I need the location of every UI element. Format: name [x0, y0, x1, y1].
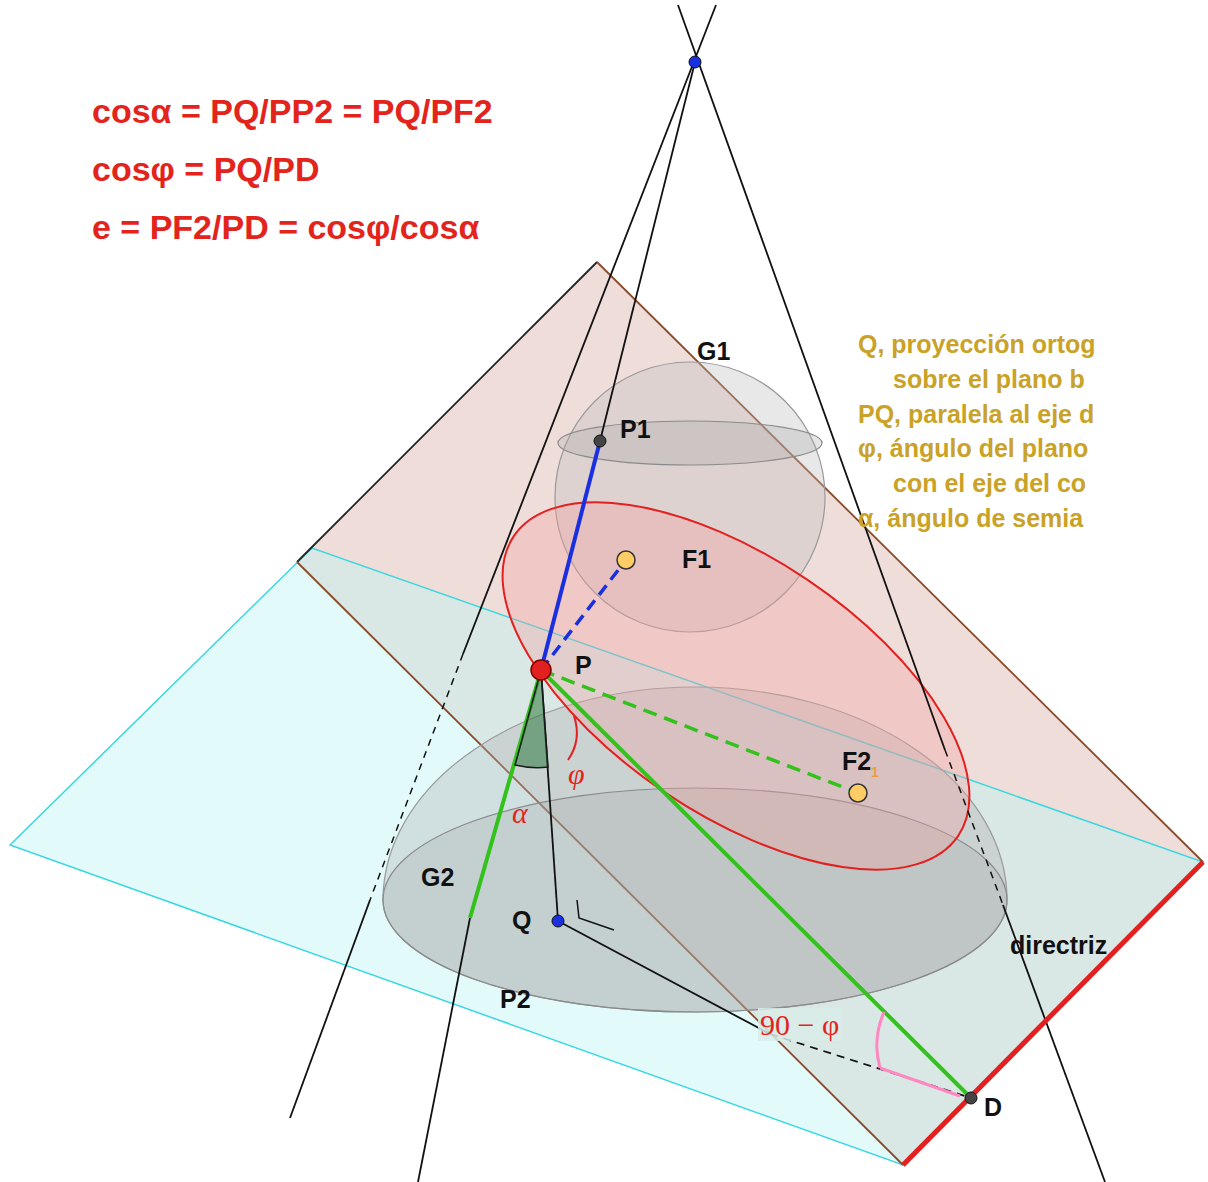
point-p [531, 660, 551, 680]
angle-label: 90 − φ [758, 1008, 841, 1041]
right-angle-mark [577, 900, 614, 930]
angle-mark [877, 1012, 884, 1068]
angle-mark [880, 1068, 960, 1096]
apex-point [689, 56, 701, 68]
cone-generator [418, 918, 470, 1182]
point-q [552, 915, 564, 927]
sphere-label: G1 [697, 338, 730, 366]
cone-generator [945, 750, 1003, 905]
note-text: PQ, paralela al eje d [858, 401, 1094, 429]
segment-pf2 [541, 670, 858, 793]
point-label: P1 [620, 416, 651, 444]
note-text: sobre el plano b [893, 366, 1085, 394]
segment-qd [770, 1034, 971, 1098]
point-d [965, 1092, 977, 1104]
note-text: α, ángulo de semia [858, 505, 1083, 533]
angle-alpha [515, 670, 548, 768]
point-label: P2 [500, 986, 531, 1014]
angle-label: φ [568, 757, 585, 790]
point-label: P [575, 652, 592, 680]
directrix-label: directriz [1010, 932, 1107, 960]
directrix-line [903, 862, 1203, 1165]
cone-generator [463, 5, 716, 654]
sphere-equator [558, 421, 822, 465]
formula: cosφ = PQ/PD [92, 151, 319, 188]
point-label: Q [512, 907, 531, 935]
point-p1 [594, 435, 606, 447]
subscript: 1 [871, 765, 879, 780]
cone-generator [600, 62, 695, 441]
point-label: D [984, 1094, 1002, 1122]
segment-pd [541, 670, 971, 1098]
sphere-label: G2 [421, 864, 454, 892]
angle-phi [568, 716, 577, 760]
segment-pp1 [541, 441, 600, 670]
point-label: F1 [682, 546, 711, 574]
cone-generator [290, 900, 370, 1118]
note-text: φ, ángulo del plano [858, 435, 1088, 463]
segment-qd [558, 921, 770, 1034]
focus-f2 [849, 784, 867, 802]
formula: cosα = PQ/PP2 = PQ/PF2 [92, 93, 493, 130]
note-text: con el eje del co [893, 470, 1086, 498]
focus-f1 [617, 551, 635, 569]
note-text: Q, proyección ortog [858, 331, 1096, 359]
angle-label: α [512, 796, 528, 829]
cone-generator [370, 654, 463, 900]
formula: e = PF2/PD = cosφ/cosα [92, 209, 479, 246]
point-label: F2 [842, 748, 871, 776]
